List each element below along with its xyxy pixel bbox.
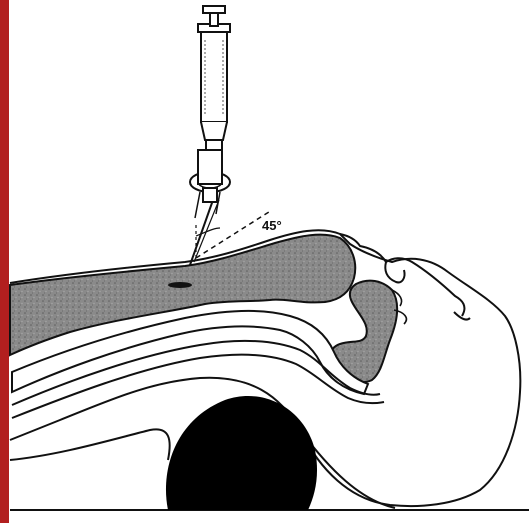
syringe-barrel: [198, 24, 230, 150]
needle-tip: [168, 282, 192, 288]
needle-shaft-outline: [194, 200, 219, 262]
nose: [385, 262, 404, 282]
needle: [190, 200, 213, 265]
neck-roll: [166, 396, 317, 510]
angle-label: 45°: [262, 218, 282, 233]
angle-arc: [196, 228, 220, 236]
